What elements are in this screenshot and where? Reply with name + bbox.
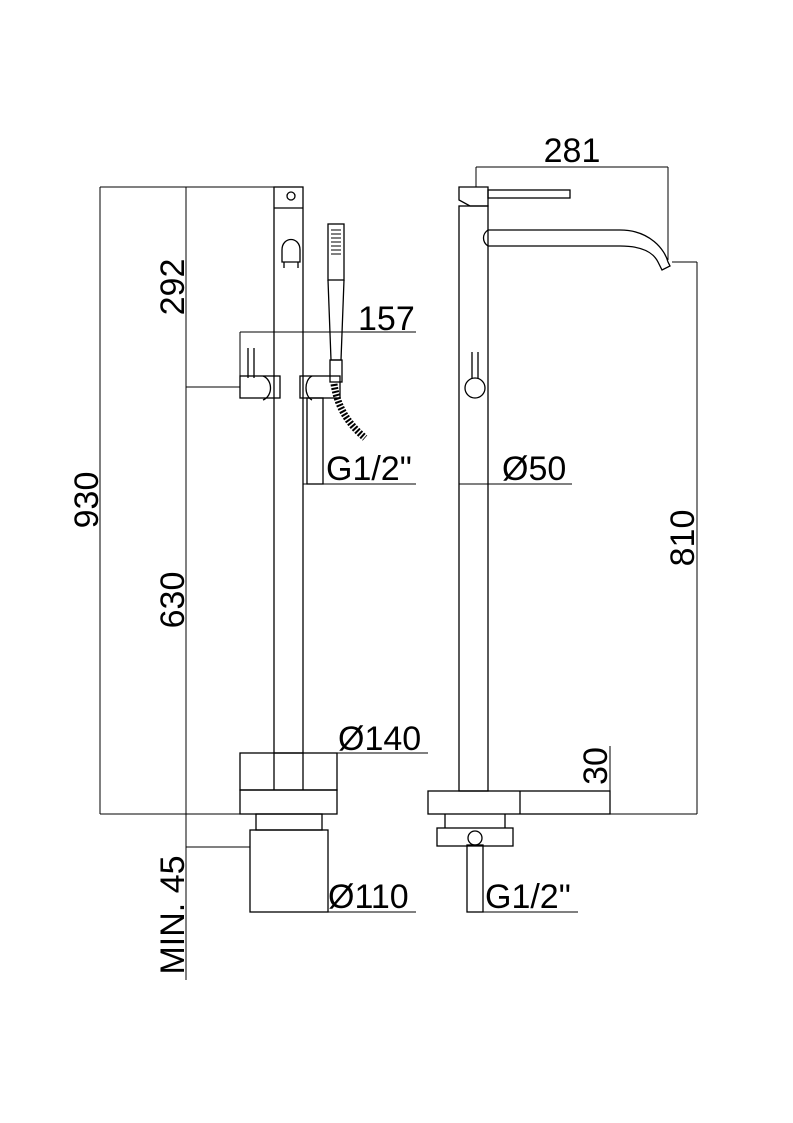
base-plate-side xyxy=(427,790,611,815)
dim-install-depth: MIN. 45 xyxy=(154,855,192,974)
flange-front xyxy=(255,813,323,831)
hand-shower-handle xyxy=(327,279,345,361)
column-top-cap xyxy=(286,191,296,201)
flange-body-front xyxy=(249,829,329,913)
base-plate-front xyxy=(239,752,338,791)
hose-connector xyxy=(306,397,324,485)
lever-handle xyxy=(281,238,301,263)
dim-flange-diameter: Ø110 xyxy=(328,878,409,916)
dim-connection-right: G1/2" xyxy=(485,878,571,916)
dim-base-height: 30 xyxy=(577,747,615,785)
column-front xyxy=(273,186,304,754)
inlet-pipe xyxy=(466,844,484,913)
column-side xyxy=(458,205,489,792)
spout xyxy=(488,229,671,271)
dim-spout-height: 810 xyxy=(664,510,702,567)
flange-side xyxy=(436,827,514,847)
front-view: 930 292 630 MIN. 45 157 G1/2" Ø140 Ø110 xyxy=(68,186,428,980)
hand-shower-nozzles xyxy=(331,229,341,255)
dim-connection-left: G1/2" xyxy=(326,450,412,488)
dim-column-diameter: Ø50 xyxy=(502,450,566,488)
side-view: 281 Ø50 810 30 G1/2" xyxy=(427,132,702,916)
inlet-connector xyxy=(467,830,483,846)
base-cover-front xyxy=(239,789,338,815)
hand-shower-head xyxy=(327,223,345,281)
column-head xyxy=(458,186,489,207)
lever-side xyxy=(487,189,571,199)
dim-handshower-offset: 157 xyxy=(358,300,415,338)
dim-total-height: 930 xyxy=(68,472,106,529)
diverter-knob-side xyxy=(464,377,486,399)
shower-hose xyxy=(330,383,368,441)
dim-spout-reach: 281 xyxy=(544,132,601,170)
dim-lower-height: 630 xyxy=(154,572,192,629)
dim-base-diameter: Ø140 xyxy=(338,720,421,758)
dim-upper-height: 292 xyxy=(154,259,192,316)
